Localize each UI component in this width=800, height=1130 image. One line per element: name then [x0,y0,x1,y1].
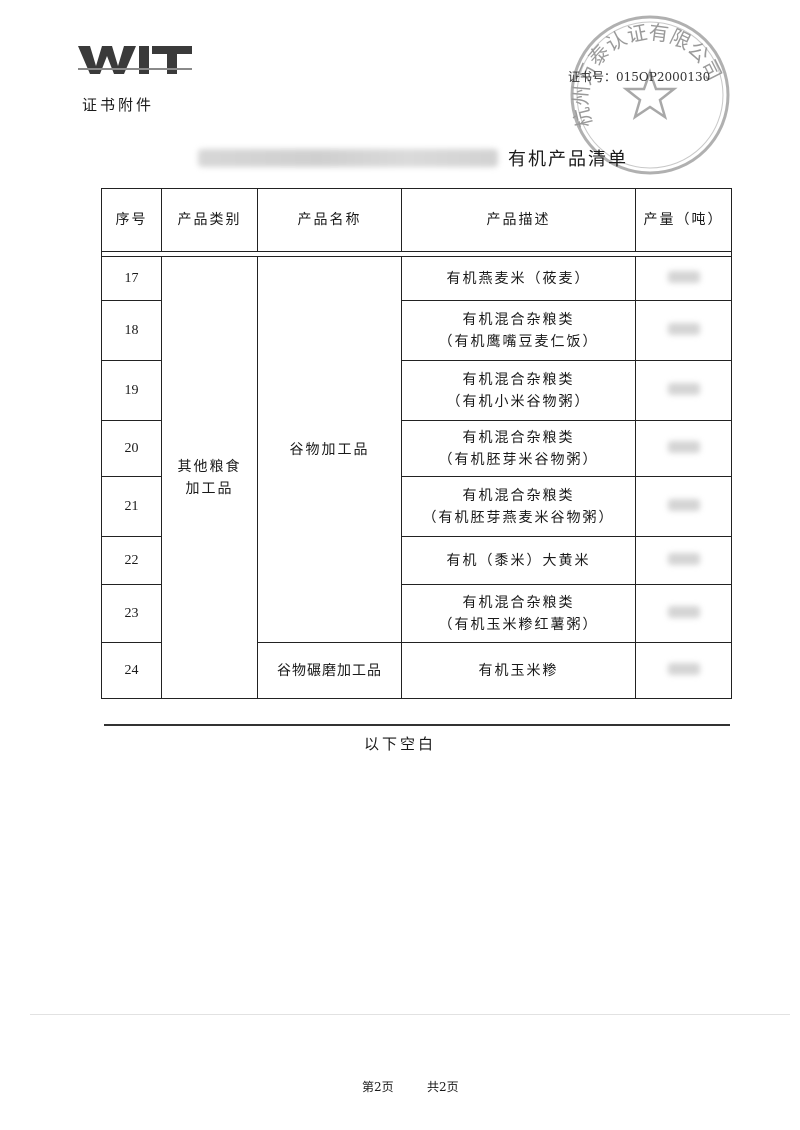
redacted-company-name [198,149,498,167]
row-seq: 24 [101,642,162,699]
header-name: 产品名称 [257,188,402,252]
category-line: 加工品 [185,480,234,497]
table-row: 21 有机混合杂粮类 （有机胚芽燕麦米谷物粥） [101,476,732,537]
row-quantity [635,420,732,477]
table-row: 17 其他粮食 加工品 谷物加工品 有机燕麦米（莜麦） [101,256,732,699]
category-cell: 其他粮食 加工品 [161,256,258,699]
star-icon [622,68,678,120]
row-seq: 22 [101,536,162,585]
table-row: 20 有机混合杂粮类 （有机胚芽米谷物粥） [101,420,732,477]
row-quantity [635,476,732,537]
header-category: 产品类别 [161,188,258,252]
redacted-quantity [667,552,700,565]
row-description: 有机（黍米）大黄米 [401,536,636,585]
row-description: 有机混合杂粮类 （有机玉米糁红薯粥） [401,584,636,643]
product-name-cell: 谷物碾磨加工品 [257,642,402,699]
product-table: 序号 产品类别 产品名称 产品描述 产量（吨） 17 其他粮食 加工品 谷物加工… [101,188,732,699]
wit-logo [76,44,196,84]
table-row: 19 有机混合杂粮类 （有机小米谷物粥） [101,360,732,421]
row-description: 有机玉米糁 [401,642,636,699]
header-quantity: 产量（吨） [635,188,732,252]
blank-below-note: 以下空白 [363,735,436,753]
row-quantity [635,256,732,301]
row-seq: 23 [101,584,162,643]
row-description: 有机混合杂粮类 （有机鹰嘴豆麦仁饭） [401,300,636,361]
certificate-number: 证书号：015OP2000130 [568,70,711,84]
end-of-table-rule [104,724,730,726]
row-seq: 20 [101,420,162,477]
row-seq: 18 [101,300,162,361]
row-seq: 17 [101,256,162,301]
attachment-label: 证书附件 [82,96,155,114]
row-quantity [635,584,732,643]
row-description: 有机混合杂粮类 （有机胚芽燕麦米谷物粥） [401,476,636,537]
row-quantity [635,536,732,585]
row-seq: 19 [101,360,162,421]
row-description: 有机混合杂粮类 （有机胚芽米谷物粥） [401,420,636,477]
table-row: 24 谷物碾磨加工品 有机玉米糁 [101,642,732,699]
redacted-quantity [667,322,700,335]
row-quantity [635,360,732,421]
row-quantity [635,300,732,361]
redacted-quantity [667,605,700,618]
page-number: 第2页 [362,1080,394,1094]
footer-rule [30,1014,790,1015]
table-row: 22 有机（黍米）大黄米 [101,536,732,585]
header-seq: 序号 [101,188,162,252]
redacted-quantity [667,498,700,511]
category-line: 其他粮食 [177,458,242,475]
redacted-quantity [667,662,700,675]
redacted-quantity [667,270,700,283]
row-quantity [635,642,732,699]
row-description: 有机混合杂粮类 （有机小米谷物粥） [401,360,636,421]
row-seq: 21 [101,476,162,537]
table-header-row: 序号 产品类别 产品名称 产品描述 产量（吨） [101,188,732,252]
product-name-cell: 谷物加工品 [257,256,402,643]
document-title: 有机产品清单 [508,149,628,170]
page-total: 共2页 [427,1080,459,1094]
row-description: 有机燕麦米（莜麦） [401,256,636,301]
redacted-quantity [667,382,700,395]
redacted-quantity [667,440,700,453]
header-description: 产品描述 [401,188,636,252]
certification-seal: 杭州万泰认证有限公司 [565,10,735,180]
